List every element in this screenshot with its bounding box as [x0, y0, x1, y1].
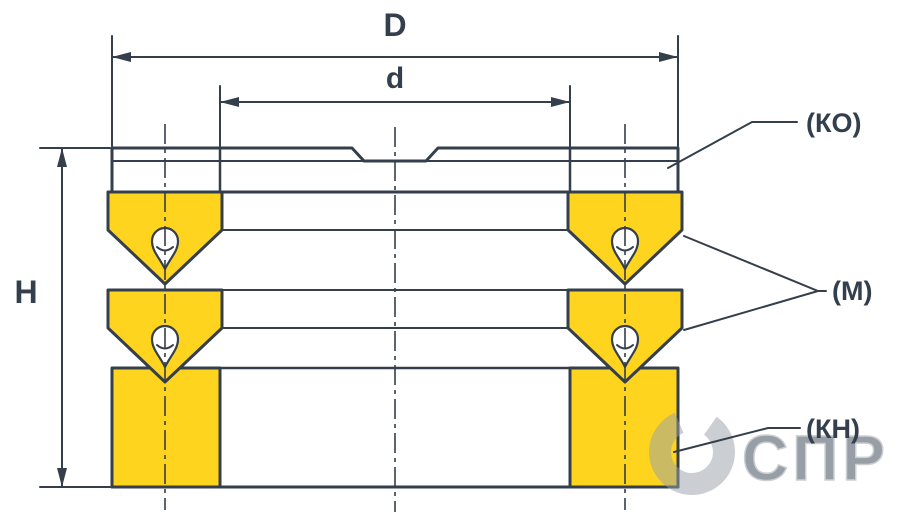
cuff-lip-groove-detail: [156, 344, 174, 350]
dim-H-arrow-top: [57, 148, 67, 167]
dim-d-arrow-right: [551, 97, 570, 107]
dim-D-label: D: [383, 7, 406, 43]
label-cuff: (М): [832, 276, 872, 306]
watermark: СПР: [649, 409, 889, 495]
cuff-lip-groove: [610, 226, 640, 271]
watermark-logo-icon: [649, 409, 735, 495]
leader-cuff-lower: [683, 290, 819, 331]
dim-H-arrow-bottom: [57, 468, 67, 487]
leader-pressure-ring: [667, 121, 798, 169]
dim-D-arrow-right: [659, 52, 678, 62]
leader-support-ring: [673, 427, 801, 453]
label-support-ring: (КН): [806, 414, 860, 444]
dim-d-label: d: [386, 62, 404, 95]
cuff-lip-groove-detail: [616, 246, 634, 252]
dim-H-label: H: [14, 274, 37, 310]
cuff-lip-groove-detail: [616, 344, 634, 350]
cuff-lip-groove: [150, 226, 180, 271]
dim-d-arrow-left: [220, 97, 239, 107]
cuff-lip-groove-detail: [156, 246, 174, 252]
dim-D-arrow-left: [112, 52, 131, 62]
label-pressure-ring: (КО): [806, 108, 861, 138]
watermark-text: СПР: [742, 422, 889, 494]
support-ring-left: [110, 366, 222, 489]
